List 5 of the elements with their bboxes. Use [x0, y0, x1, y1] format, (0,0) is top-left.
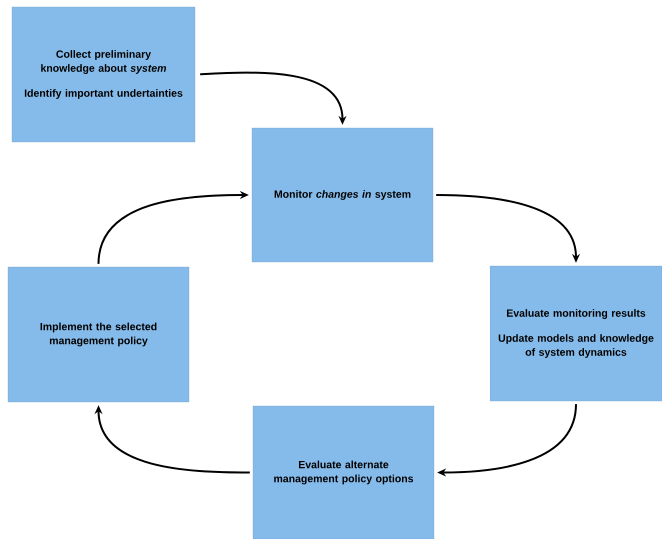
process-box: Monitor changes in system	[252, 128, 434, 262]
process-box: Evaluate alternate management policy options	[252, 406, 434, 539]
process-box: Implement the selected management policy	[8, 266, 190, 402]
process-box: Evaluate monitoring results Update models and knowledge of system dynamics	[490, 266, 662, 402]
process-box: Collect preliminary knowledge about system Identify important undertainties	[12, 6, 196, 142]
